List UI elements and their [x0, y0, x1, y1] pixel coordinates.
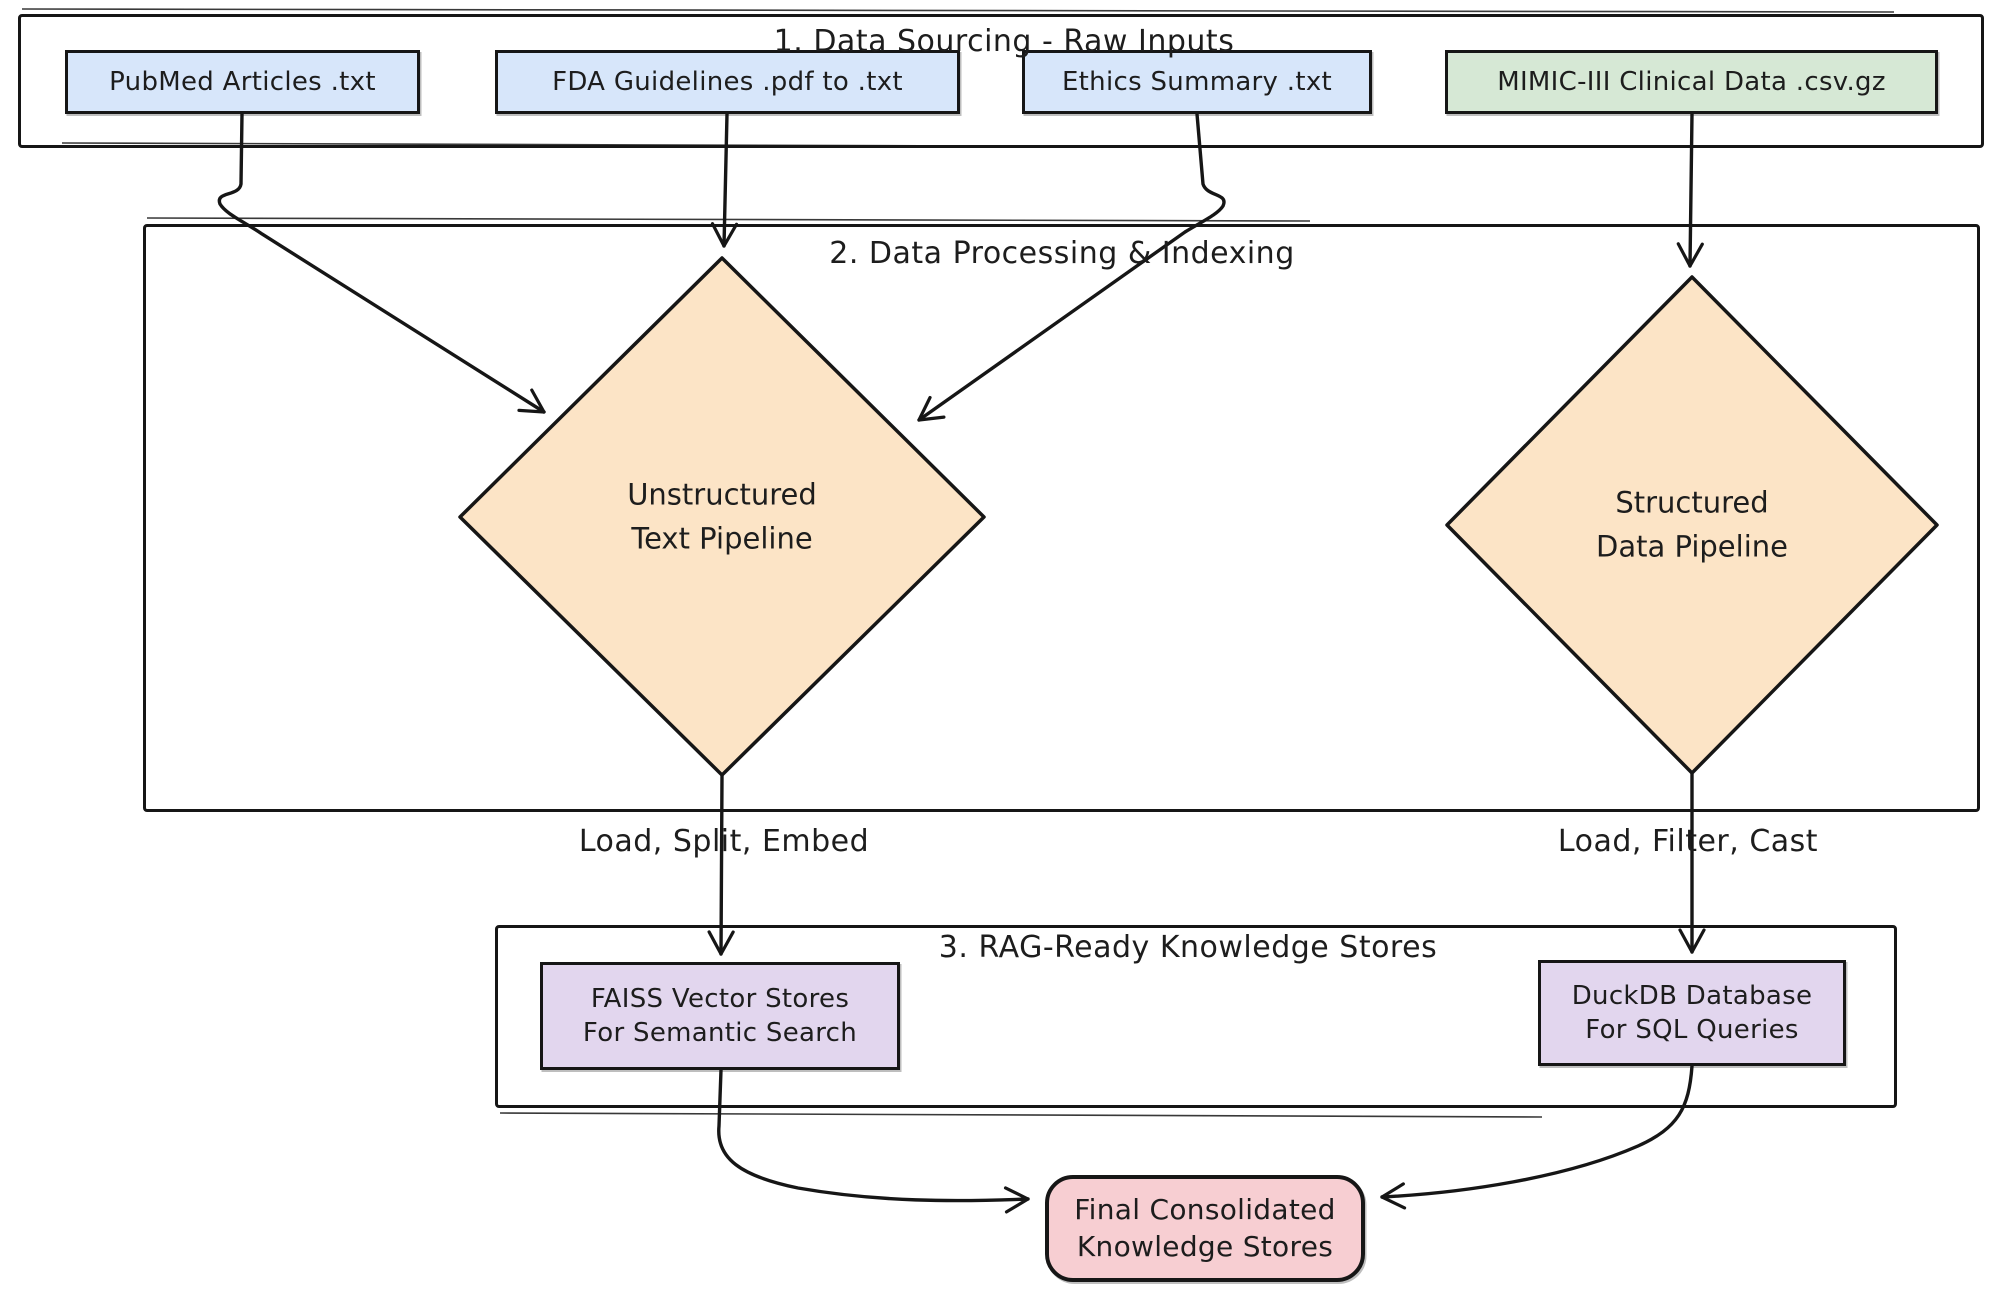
- sketch-overdraw-s2-top: [146, 217, 1311, 222]
- label-line: For SQL Queries: [1585, 1015, 1799, 1045]
- label-line: Knowledge Stores: [1076, 1229, 1334, 1263]
- structured-pipeline-label: Structured Data Pipeline: [1596, 482, 1788, 569]
- node-label: Ethics Summary .txt: [1061, 66, 1333, 97]
- node-label: PubMed Articles .txt: [109, 66, 376, 97]
- section-title-data-processing: 2. Data Processing & Indexing: [829, 236, 1295, 271]
- label-line: DuckDB Database: [1571, 980, 1813, 1011]
- edge-label-load-split-embed: Load, Split, Embed: [578, 824, 870, 859]
- node-faiss-vector-stores: FAISS Vector Stores For Semantic Search: [540, 962, 900, 1070]
- label-line: FAISS Vector Stores: [590, 983, 850, 1014]
- sketch-overdraw-s3-bottom: [499, 1112, 1543, 1118]
- node-duckdb-database: DuckDB Database For SQL Queries: [1538, 960, 1846, 1066]
- label-line: For Semantic Search: [582, 1018, 858, 1048]
- node-ethics-summary: Ethics Summary .txt: [1022, 50, 1372, 114]
- sketch-overdraw-top: [21, 8, 1895, 13]
- node-pubmed-articles: PubMed Articles .txt: [65, 50, 420, 114]
- node-label: FDA Guidelines .pdf to .txt: [552, 66, 903, 97]
- section-title-knowledge-stores: 3. RAG-Ready Knowledge Stores: [938, 930, 1438, 965]
- edge-label-load-filter-cast: Load, Filter, Cast: [1557, 824, 1819, 859]
- label-line: Final Consolidated: [1074, 1192, 1336, 1226]
- node-label: MIMIC-III Clinical Data .csv.gz: [1497, 66, 1886, 97]
- label-line: Text Pipeline: [631, 521, 813, 555]
- node-mimic-clinical-data: MIMIC-III Clinical Data .csv.gz: [1445, 50, 1938, 114]
- label-line: Unstructured: [627, 477, 817, 512]
- section-title-data-sourcing: 1. Data Sourcing - Raw Inputs: [773, 24, 1235, 59]
- unstructured-pipeline-label: Unstructured Text Pipeline: [627, 474, 817, 561]
- node-final-knowledge-stores: Final Consolidated Knowledge Stores: [1045, 1175, 1365, 1282]
- node-fda-guidelines: FDA Guidelines .pdf to .txt: [495, 50, 960, 114]
- section-knowledge-stores: [495, 925, 1897, 1108]
- label-line: Structured: [1615, 485, 1769, 520]
- label-line: Data Pipeline: [1596, 529, 1788, 563]
